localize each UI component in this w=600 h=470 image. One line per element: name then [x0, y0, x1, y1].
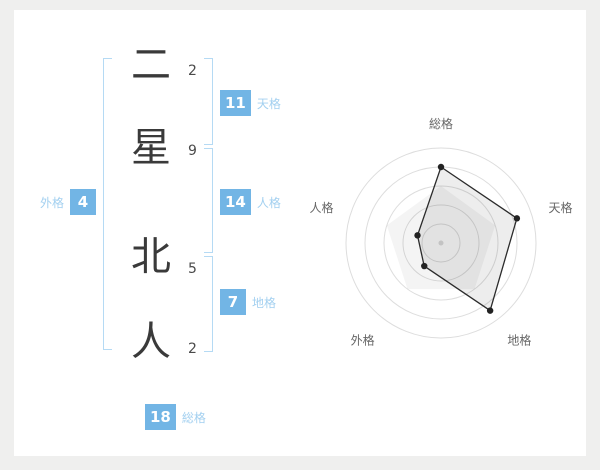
radar-point [437, 163, 445, 171]
radar-series-reference [386, 186, 496, 290]
content-panel [14, 10, 586, 456]
radar-point [414, 232, 421, 239]
radar-axis-label: 外格 [351, 332, 375, 347]
radar-center-dot [438, 240, 444, 246]
radar-ring [345, 147, 537, 339]
jinkaku-value-badge: 14 [220, 189, 251, 215]
soukaku-label: 総格 [181, 410, 206, 425]
radar-point [513, 215, 521, 222]
chikaku-row: 7 地格 [220, 289, 276, 315]
tenkaku-label: 天格 [256, 96, 281, 111]
name-character: 星 [131, 125, 171, 171]
radar-point [421, 262, 428, 270]
radar-axis-label: 人格 [309, 200, 333, 215]
stroke-count: 5 [188, 261, 197, 277]
gaikaku-row: 外格 4 [40, 189, 97, 215]
radar-axis-label: 地格 [507, 332, 531, 347]
chikaku-bracket [204, 256, 213, 352]
chikaku-label: 地格 [252, 295, 277, 310]
tenkaku-value-badge: 11 [220, 90, 251, 116]
stroke-count: 2 [188, 341, 197, 357]
soukaku-value-badge: 18 [145, 404, 176, 430]
tenkaku-row: 11 天格 [220, 90, 281, 116]
tenkaku-bracket [204, 58, 213, 145]
gaikaku-label: 外格 [40, 195, 65, 210]
gaikaku-value-badge: 4 [70, 189, 97, 215]
name-character: 北 [131, 234, 171, 280]
chikaku-value-badge: 7 [220, 289, 246, 315]
name-character: 二 [131, 42, 171, 88]
radar-series-scores [416, 165, 518, 312]
stroke-count: 9 [188, 143, 197, 159]
radar-axis-label: 総格 [429, 116, 453, 131]
radar-ring [421, 223, 461, 263]
soukaku-row: 18 総格 [145, 404, 206, 430]
radar-ring [383, 185, 499, 301]
radar-ring [402, 204, 480, 282]
radar-axis-label: 天格 [549, 200, 573, 215]
stroke-count: 2 [188, 63, 197, 79]
radar-point [486, 307, 494, 314]
jinkaku-row: 14 人格 [220, 189, 281, 215]
jinkaku-bracket [204, 148, 213, 253]
gaikaku-bracket [103, 58, 112, 350]
name-character: 人 [131, 319, 171, 365]
jinkaku-label: 人格 [256, 195, 281, 210]
